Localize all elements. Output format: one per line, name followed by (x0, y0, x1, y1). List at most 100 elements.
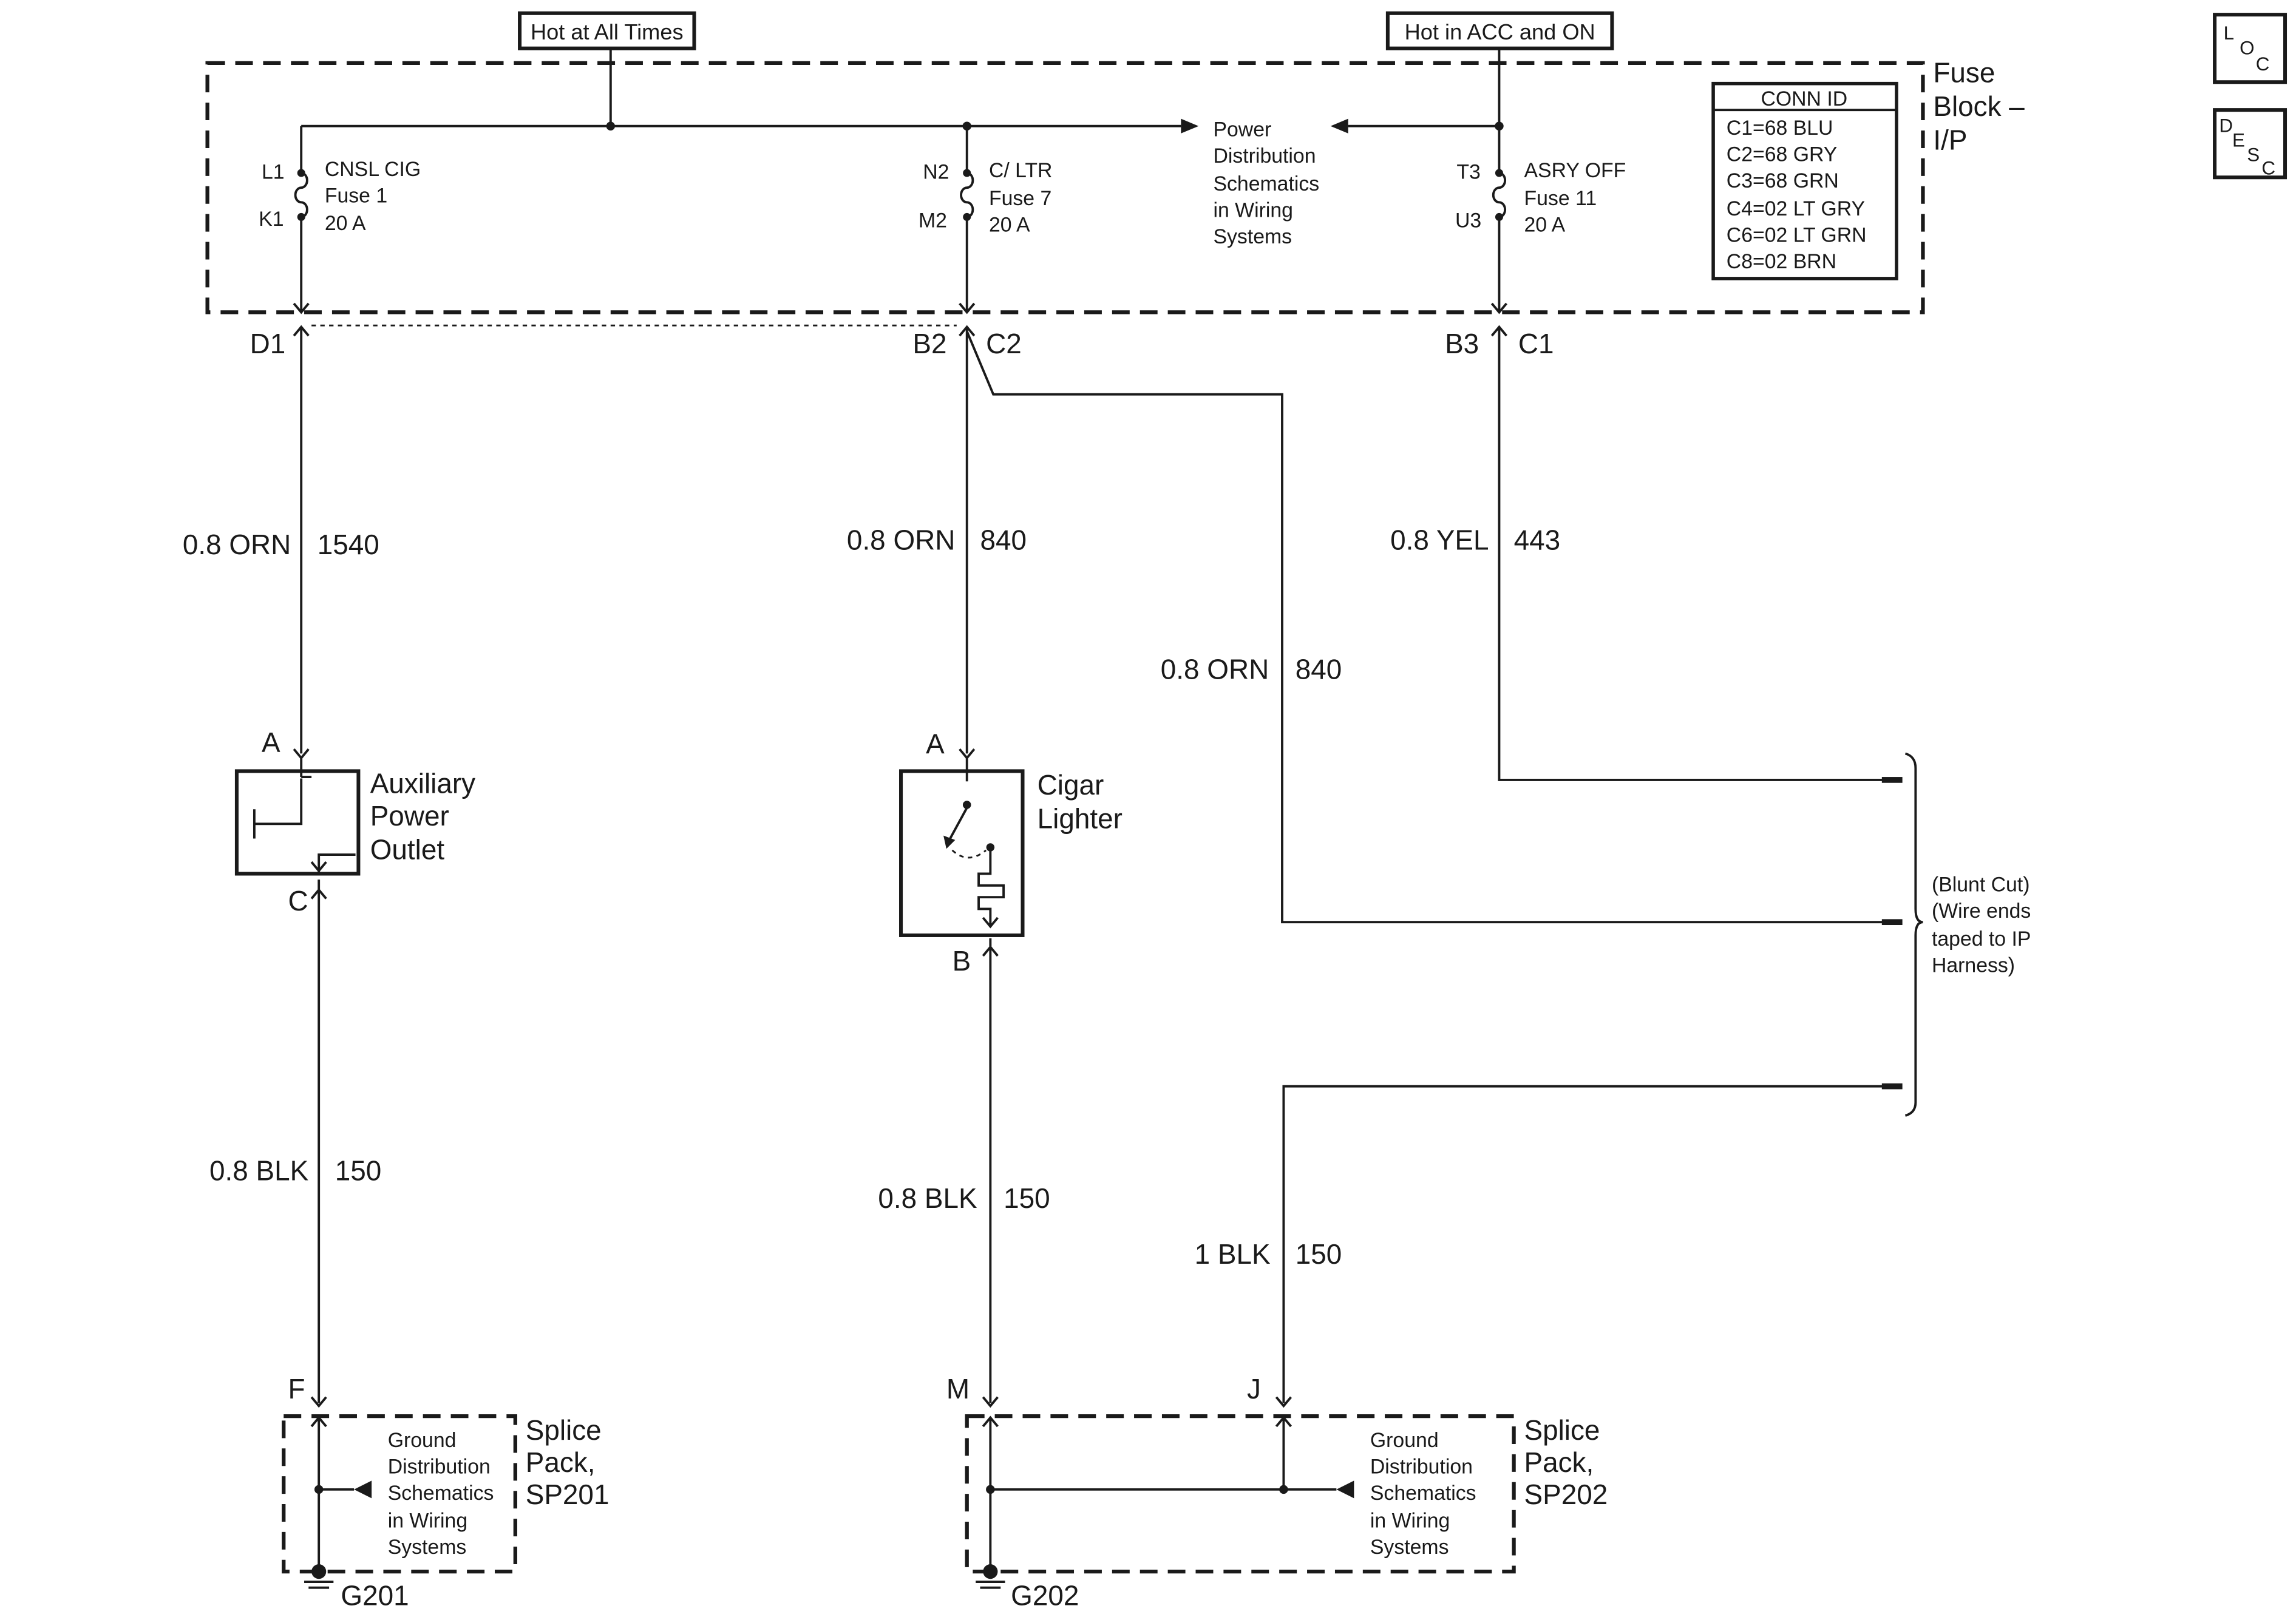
svg-text:ASRY OFF: ASRY OFF (1524, 159, 1626, 182)
svg-text:SP201: SP201 (526, 1479, 610, 1510)
svg-text:L1: L1 (262, 161, 285, 184)
svg-text:Systems: Systems (1213, 225, 1292, 248)
svg-text:B3: B3 (1445, 328, 1479, 359)
svg-text:A: A (926, 728, 945, 759)
svg-text:J: J (1247, 1373, 1261, 1405)
desc-icon[interactable]: D E S C (2213, 108, 2288, 180)
wire-840-a: 0.8 ORN 840 (847, 327, 1027, 754)
hot-in-acc-box: Hot in ACC and ON (1385, 11, 1614, 50)
svg-text:Distribution: Distribution (388, 1455, 491, 1478)
fuse-7: N2 M2 C/ LTR Fuse 7 20 A (919, 126, 1052, 311)
svg-text:Power: Power (370, 800, 449, 832)
power-distribution-ref[interactable]: Power Distribution Schematics in Wiring … (1213, 118, 1319, 248)
svg-text:in Wiring: in Wiring (1213, 198, 1292, 222)
fuse-block-label: Fuse Block – I/P (1933, 56, 2025, 155)
svg-text:C2: C2 (986, 328, 1022, 359)
svg-text:1540: 1540 (318, 529, 379, 560)
svg-text:A: A (262, 727, 280, 758)
svg-text:C1: C1 (1518, 328, 1554, 359)
svg-text:Fuse 7: Fuse 7 (989, 187, 1051, 210)
loc-icon[interactable]: L O C (2213, 13, 2288, 84)
svg-text:CONN ID: CONN ID (1761, 87, 1847, 110)
svg-text:Fuse: Fuse (1933, 56, 1995, 88)
svg-text:Pack,: Pack, (526, 1446, 596, 1478)
conn-id-row: C3=68 GRN (1727, 169, 1839, 192)
fuse-1: L1 K1 CNSL CIG Fuse 1 20 A (259, 126, 421, 311)
svg-text:Fuse 11: Fuse 11 (1524, 187, 1597, 210)
svg-text:Hot at All Times: Hot at All Times (531, 19, 684, 44)
wire-150-c: 1 BLK 150 (1195, 1085, 1901, 1403)
svg-text:Ground: Ground (1370, 1429, 1439, 1452)
svg-text:0.8 ORN: 0.8 ORN (183, 529, 291, 560)
svg-text:(Wire ends: (Wire ends (1932, 900, 2031, 923)
power-bus (301, 48, 1504, 134)
svg-text:S: S (2247, 144, 2260, 166)
svg-text:T3: T3 (1456, 161, 1480, 184)
svg-text:K1: K1 (259, 208, 284, 231)
svg-text:Systems: Systems (388, 1536, 467, 1559)
conn-id-row: C2=68 GRY (1727, 143, 1838, 166)
svg-text:Schematics: Schematics (1213, 172, 1319, 195)
fuse-11: T3 U3 ASRY OFF Fuse 11 20 A (1455, 126, 1626, 311)
hot-at-all-times-box: Hot at All Times (518, 11, 696, 50)
svg-text:D: D (2219, 115, 2233, 136)
svg-text:0.8 ORN: 0.8 ORN (1161, 653, 1269, 685)
svg-text:0.8 BLK: 0.8 BLK (878, 1182, 977, 1214)
conn-id-row: C4=02 LT GRY (1727, 197, 1865, 220)
svg-text:SP202: SP202 (1524, 1479, 1608, 1510)
svg-text:D1: D1 (250, 328, 286, 359)
conn-id-row: C8=02 BRN (1727, 250, 1836, 273)
svg-text:20 A: 20 A (1524, 214, 1566, 237)
svg-text:L: L (2224, 22, 2234, 44)
fuse-block-connectors: D1 B2 C2 B3 C1 (250, 302, 1554, 359)
svg-text:Auxiliary: Auxiliary (370, 768, 475, 799)
svg-text:Systems: Systems (1370, 1536, 1449, 1559)
svg-text:150: 150 (335, 1154, 382, 1186)
svg-text:Fuse 1: Fuse 1 (325, 184, 387, 207)
svg-text:(Blunt Cut): (Blunt Cut) (1932, 873, 2030, 896)
svg-text:CNSL CIG: CNSL CIG (325, 158, 421, 181)
svg-text:C: C (2261, 157, 2275, 178)
splice-pack-sp202: M J Ground Distribution Schematics in Wi… (946, 1373, 1608, 1574)
auxiliary-power-outlet: A C Auxiliary Power Outlet (234, 727, 475, 917)
svg-text:U3: U3 (1455, 209, 1481, 232)
svg-text:Outlet: Outlet (370, 833, 445, 865)
fuse-block-outline (205, 61, 1925, 314)
svg-text:Splice: Splice (1524, 1414, 1600, 1446)
svg-text:840: 840 (980, 524, 1027, 556)
conn-id-row: C1=68 BLU (1727, 117, 1833, 140)
svg-text:I/P: I/P (1933, 124, 1967, 155)
wire-840-b: 0.8 ORN 840 (965, 331, 1901, 924)
svg-text:443: 443 (1514, 524, 1561, 556)
svg-text:C: C (288, 885, 308, 917)
ground-g201-icon: G201 (304, 1564, 409, 1612)
svg-text:M2: M2 (919, 209, 947, 232)
svg-text:20 A: 20 A (325, 212, 366, 235)
svg-text:Schematics: Schematics (388, 1482, 494, 1505)
cigar-lighter: A B Cigar Lighter (899, 728, 1123, 977)
svg-text:Harness): Harness) (1932, 954, 2015, 977)
svg-text:E: E (2232, 130, 2245, 151)
svg-text:Pack,: Pack, (1524, 1446, 1594, 1478)
svg-text:20 A: 20 A (989, 214, 1030, 237)
svg-text:O: O (2240, 37, 2254, 58)
svg-text:G202: G202 (1011, 1580, 1079, 1612)
wire-443: 0.8 YEL 443 (1390, 327, 1901, 781)
svg-text:B2: B2 (912, 328, 946, 359)
svg-text:0.8 YEL: 0.8 YEL (1390, 524, 1489, 556)
svg-text:Schematics: Schematics (1370, 1482, 1476, 1505)
wire-1540: 0.8 ORN 1540 (183, 327, 379, 754)
svg-text:in Wiring: in Wiring (1370, 1510, 1450, 1533)
svg-text:Lighter: Lighter (1038, 803, 1123, 835)
svg-text:Distribution: Distribution (1370, 1455, 1473, 1478)
svg-text:0.8 ORN: 0.8 ORN (847, 524, 955, 556)
svg-text:1 BLK: 1 BLK (1195, 1238, 1271, 1270)
svg-text:0.8 BLK: 0.8 BLK (209, 1154, 309, 1186)
svg-text:B: B (953, 945, 971, 977)
conn-id-table: CONN ID C1=68 BLU C2=68 GRY C3=68 GRN C4… (1711, 81, 1898, 280)
svg-text:taped to IP: taped to IP (1932, 927, 2031, 951)
svg-text:840: 840 (1296, 653, 1342, 685)
svg-text:F: F (288, 1373, 305, 1405)
svg-text:Cigar: Cigar (1038, 769, 1104, 801)
